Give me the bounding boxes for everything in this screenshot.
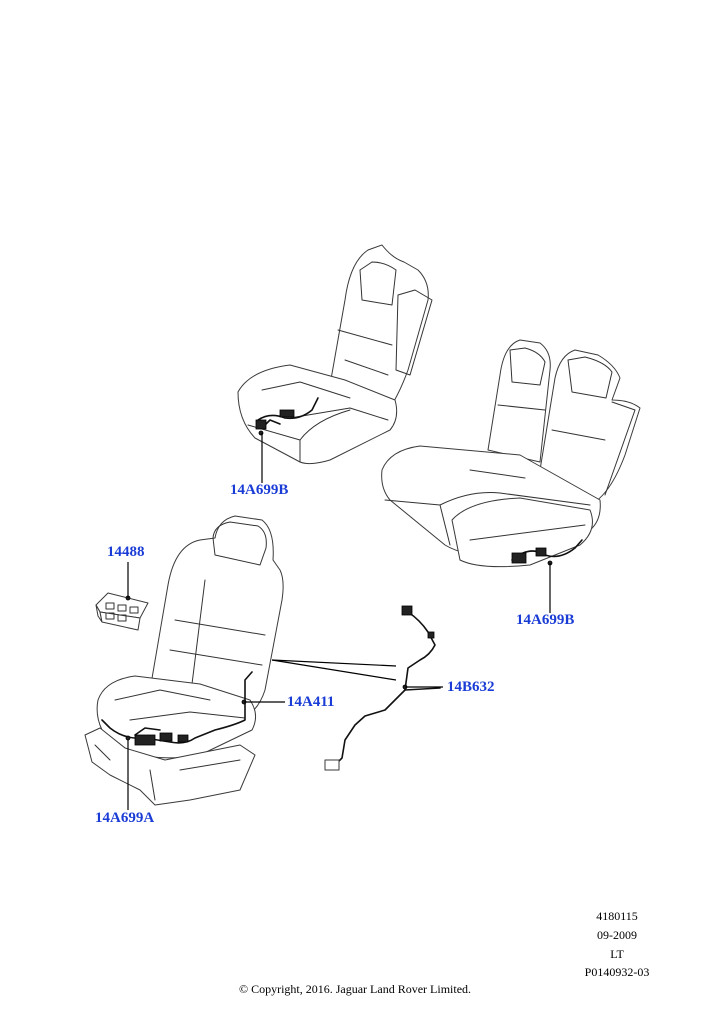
callout-14a699b-rear[interactable]: 14A699B [516,612,575,628]
switch-pack [95,562,149,631]
copyright-notice: © Copyright, 2016. Jaguar Land Rover Lim… [238,982,472,996]
upper-front-seat [237,244,433,483]
illustration-code: 4180115 [596,909,638,923]
callout-14a699a[interactable]: 14A699A [95,810,155,826]
callout-14a411[interactable]: 14A411 [287,694,335,710]
illustration-ref: P0140932-03 [584,965,650,979]
callout-14a699b-upper[interactable]: 14A699B [230,482,289,498]
illustration-lang: LT [610,947,624,961]
illustration-date: 09-2009 [597,928,637,942]
front-seat [84,515,285,810]
harness-14b632 [271,605,443,771]
callout-14488[interactable]: 14488 [107,544,145,560]
rear-bench-seat [381,339,641,613]
callout-14b632[interactable]: 14B632 [447,679,495,695]
